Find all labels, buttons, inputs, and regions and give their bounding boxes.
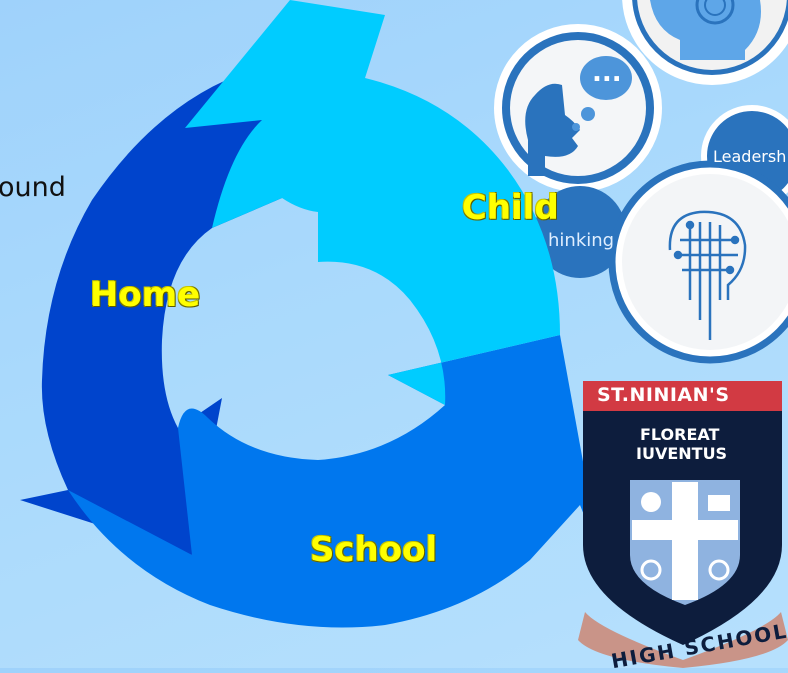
head-silhouette-thinking-icon bbox=[525, 83, 580, 176]
head-silhouette-maze-icon bbox=[650, 0, 761, 60]
home-arrow bbox=[20, 70, 282, 555]
head-circuit-brain-icon bbox=[668, 210, 747, 340]
school-crest bbox=[578, 381, 788, 668]
partial-left-text: ound bbox=[0, 172, 66, 203]
home-label: Home bbox=[90, 275, 201, 315]
crest-banner bbox=[583, 381, 782, 411]
school-arrow bbox=[68, 335, 600, 628]
crest-ribbon bbox=[578, 612, 788, 668]
skills-graphic bbox=[494, 0, 788, 364]
school-label: School bbox=[310, 530, 438, 570]
crest-motto-line1: FLOREAT bbox=[640, 425, 720, 444]
thinking-text: hinking bbox=[548, 230, 615, 251]
dots-text: ... bbox=[592, 58, 622, 88]
child-arrow bbox=[185, 0, 560, 405]
crest-motto-line2: IUVENTUS bbox=[636, 444, 728, 463]
crest-cross bbox=[632, 482, 738, 600]
thinking-bubble bbox=[534, 186, 626, 278]
crest-banner-text: ST.NINIAN'S bbox=[597, 384, 730, 406]
child-label: Child bbox=[462, 188, 559, 228]
cycle-diagram bbox=[20, 0, 600, 628]
leadership-text: Leadersh bbox=[713, 147, 787, 166]
